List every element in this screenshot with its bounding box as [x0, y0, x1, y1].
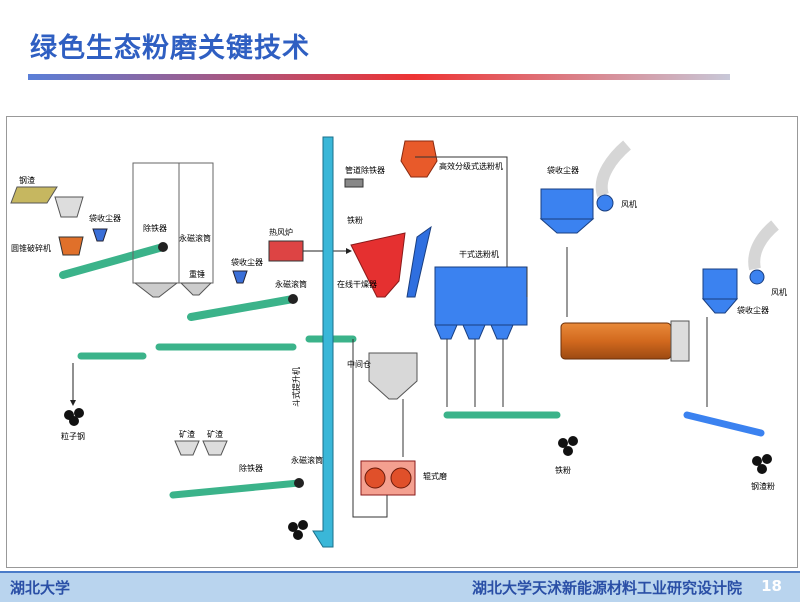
dry-separator — [434, 266, 528, 326]
label-high-eff-separator: 高效分级式选粉机 — [439, 161, 503, 171]
granular-steel-pile — [64, 408, 84, 426]
label-jaw-crusher: 圆锥破碎机 — [11, 243, 51, 253]
belt-conveyor-1 — [59, 243, 167, 279]
ball-mill — [560, 322, 672, 360]
label-bag-collector-4: 袋收尘器 — [737, 305, 769, 315]
label-pipeline-iron-remover: 管道除铁器 — [345, 165, 385, 175]
steel-slag-powder-pile — [752, 454, 772, 474]
flow-diagram-svg: 钢渣 圆锥破碎机 袋收尘器 除铁器 永磁滚筒 重锤 袋收尘器 永磁滚筒 粒子钢 … — [10, 136, 787, 548]
crusher-icon — [58, 236, 84, 256]
feed-hopper — [54, 196, 84, 218]
label-bag-collector-2: 袋收尘器 — [231, 257, 263, 267]
label-hot-air-furnace: 热风炉 — [269, 227, 293, 237]
label-fan-1: 风机 — [621, 199, 637, 209]
label-wet-mag-drum-1: 永磁滚筒 — [179, 233, 211, 243]
label-wet-mag-drum-3: 永磁滚筒 — [291, 455, 323, 465]
label-iron-powder-1: 铁粉 — [347, 215, 363, 225]
iron-powder-pile — [558, 436, 578, 456]
label-heavy-hammer: 重锤 — [189, 269, 205, 279]
label-inline-dryer: 在线干燥器 — [337, 279, 377, 289]
bucket-elevator — [312, 136, 334, 548]
footer-bar: 湖北大学 湖北大学天沭新能源材料工业研究设计院 18 — [0, 571, 800, 602]
storage-silo-2 — [178, 162, 214, 284]
slide-title: 绿色生态粉磨关键技术 — [30, 33, 310, 64]
label-bag-collector-3: 袋收尘器 — [547, 165, 579, 175]
label-dry-separator: 干式选粉机 — [459, 249, 499, 259]
inline-dryer — [350, 232, 406, 298]
footer-institute: 湖北大学天沭新能源材料工业研究设计院 — [471, 579, 742, 597]
bag-collector-3 — [540, 188, 594, 220]
label-roller-press: 辊式磨 — [423, 471, 447, 481]
hot-air-furnace — [268, 240, 304, 262]
process-flow-diagram: 钢渣 圆锥破碎机 袋收尘器 除铁器 永磁滚筒 重锤 袋收尘器 永磁滚筒 粒子钢 … — [6, 116, 798, 568]
high-efficiency-separator — [400, 140, 438, 178]
label-granular-steel: 粒子钢 — [61, 431, 85, 441]
footer-university: 湖北大学 — [10, 579, 71, 597]
title-underline — [28, 74, 730, 80]
belt-conveyor-8 — [169, 479, 303, 499]
label-ore-slag-1: 矿渣 — [179, 429, 195, 439]
storage-silo-1 — [132, 162, 180, 284]
bag-collector-4 — [702, 268, 738, 300]
label-iron-remover-2: 除铁器 — [239, 463, 263, 473]
page-number: 18 — [761, 577, 782, 595]
label-iron-powder-2: 铁粉 — [555, 465, 571, 475]
label-fan-2: 风机 — [771, 287, 787, 297]
label-wet-mag-drum-2: 永磁滚筒 — [275, 279, 307, 289]
bag-collector-2 — [232, 270, 248, 284]
intermediate-bin — [368, 352, 418, 400]
label-intermediate-bin: 中间仓 — [347, 359, 371, 369]
belt-conveyor-2 — [187, 295, 297, 321]
label-bucket-elevator: 斗式提升机 — [291, 367, 301, 407]
bag-collector-1 — [92, 228, 108, 242]
label-steel-slag-powder: 钢渣粉 — [751, 481, 775, 491]
steel-slag-pile — [10, 186, 58, 204]
belt-conveyor-7 — [683, 411, 765, 437]
label-ore-slag-2: 矿渣 — [207, 429, 223, 439]
label-iron-remover-1: 除铁器 — [143, 223, 167, 233]
label-bag-collector-1: 袋收尘器 — [89, 213, 121, 223]
label-steel-slag: 钢渣 — [19, 175, 35, 185]
